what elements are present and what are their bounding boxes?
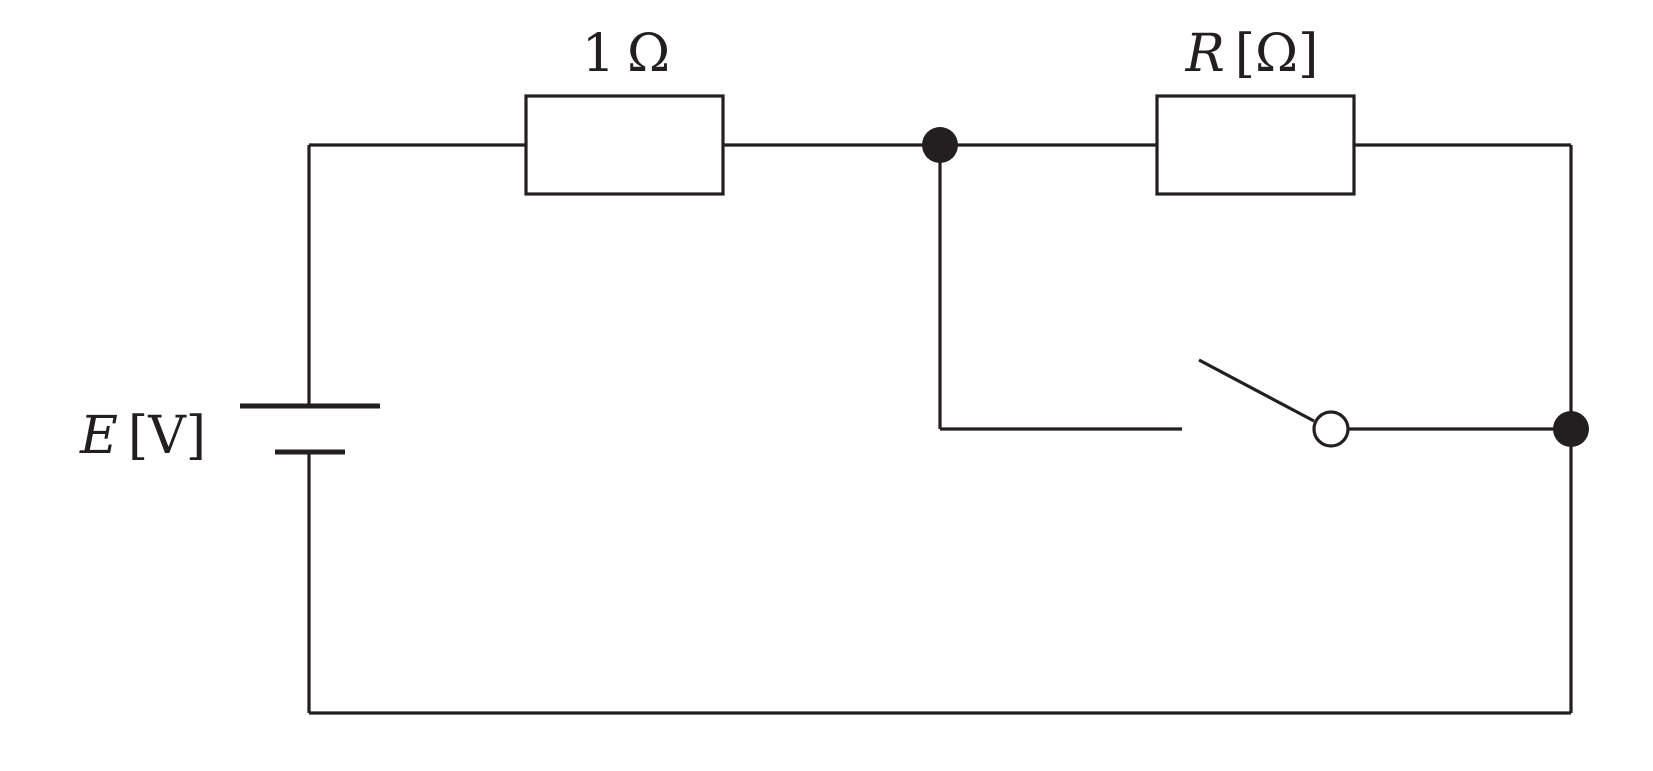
- label-resistor-variable-unit: [Ω]: [1235, 24, 1319, 84]
- label-battery: E[V]: [79, 406, 206, 466]
- junction-right: [1553, 411, 1589, 447]
- label-battery-unit: [V]: [128, 406, 206, 466]
- junction-top: [922, 127, 958, 163]
- label-resistor-variable: R[Ω]: [1185, 24, 1319, 84]
- label-resistor-variable-symbol: R: [1185, 24, 1225, 84]
- resistor-variable: [1155, 94, 1356, 196]
- label-resistor-fixed-value: 1: [582, 24, 615, 84]
- label-resistor-fixed-unit: Ω: [627, 24, 670, 84]
- switch-blade: [1198, 358, 1315, 423]
- label-battery-symbol: E: [79, 406, 118, 466]
- resistor-fixed: [524, 94, 725, 196]
- switch-terminal: [1312, 410, 1350, 448]
